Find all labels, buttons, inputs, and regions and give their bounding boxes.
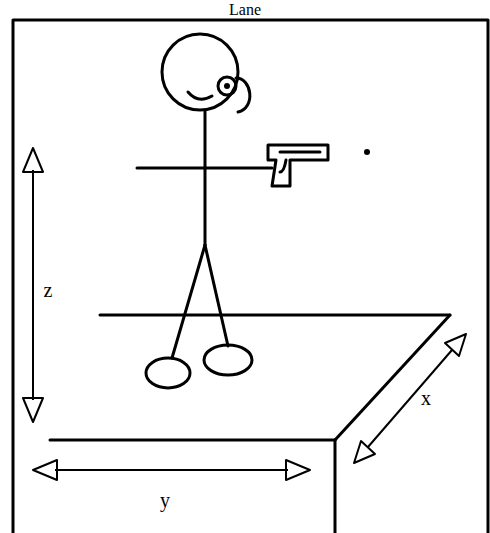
arrow-head — [23, 148, 43, 172]
leg — [172, 245, 205, 358]
arrow-head — [23, 398, 43, 422]
arrow-head — [354, 441, 375, 463]
foot — [146, 358, 190, 388]
mouth — [188, 92, 212, 99]
floor-edge — [100, 314, 450, 317]
arms — [137, 167, 272, 170]
body — [204, 110, 207, 245]
eye — [218, 77, 236, 95]
lane-frame — [13, 20, 488, 533]
dimension-label: z — [44, 280, 53, 300]
dimension-arrow — [368, 350, 452, 447]
arrow-head — [445, 334, 466, 356]
foot — [204, 345, 252, 375]
arrow-head — [33, 460, 57, 480]
dimension-arrow — [55, 469, 288, 471]
dimension-label: y — [160, 490, 170, 510]
ear-muff — [236, 78, 250, 112]
arrow-head — [286, 460, 310, 480]
pupil — [224, 83, 230, 89]
floor-edge — [334, 440, 337, 533]
bullet — [364, 149, 370, 155]
gun — [280, 151, 320, 154]
dimension-label: x — [421, 388, 431, 408]
head — [162, 34, 238, 110]
gun — [268, 145, 328, 186]
leg — [205, 245, 228, 346]
trigger — [280, 160, 286, 172]
floor-edge — [335, 315, 450, 440]
dimension-arrow — [32, 170, 34, 400]
lane-title: Lane — [229, 2, 261, 18]
floor-edge — [50, 439, 335, 442]
